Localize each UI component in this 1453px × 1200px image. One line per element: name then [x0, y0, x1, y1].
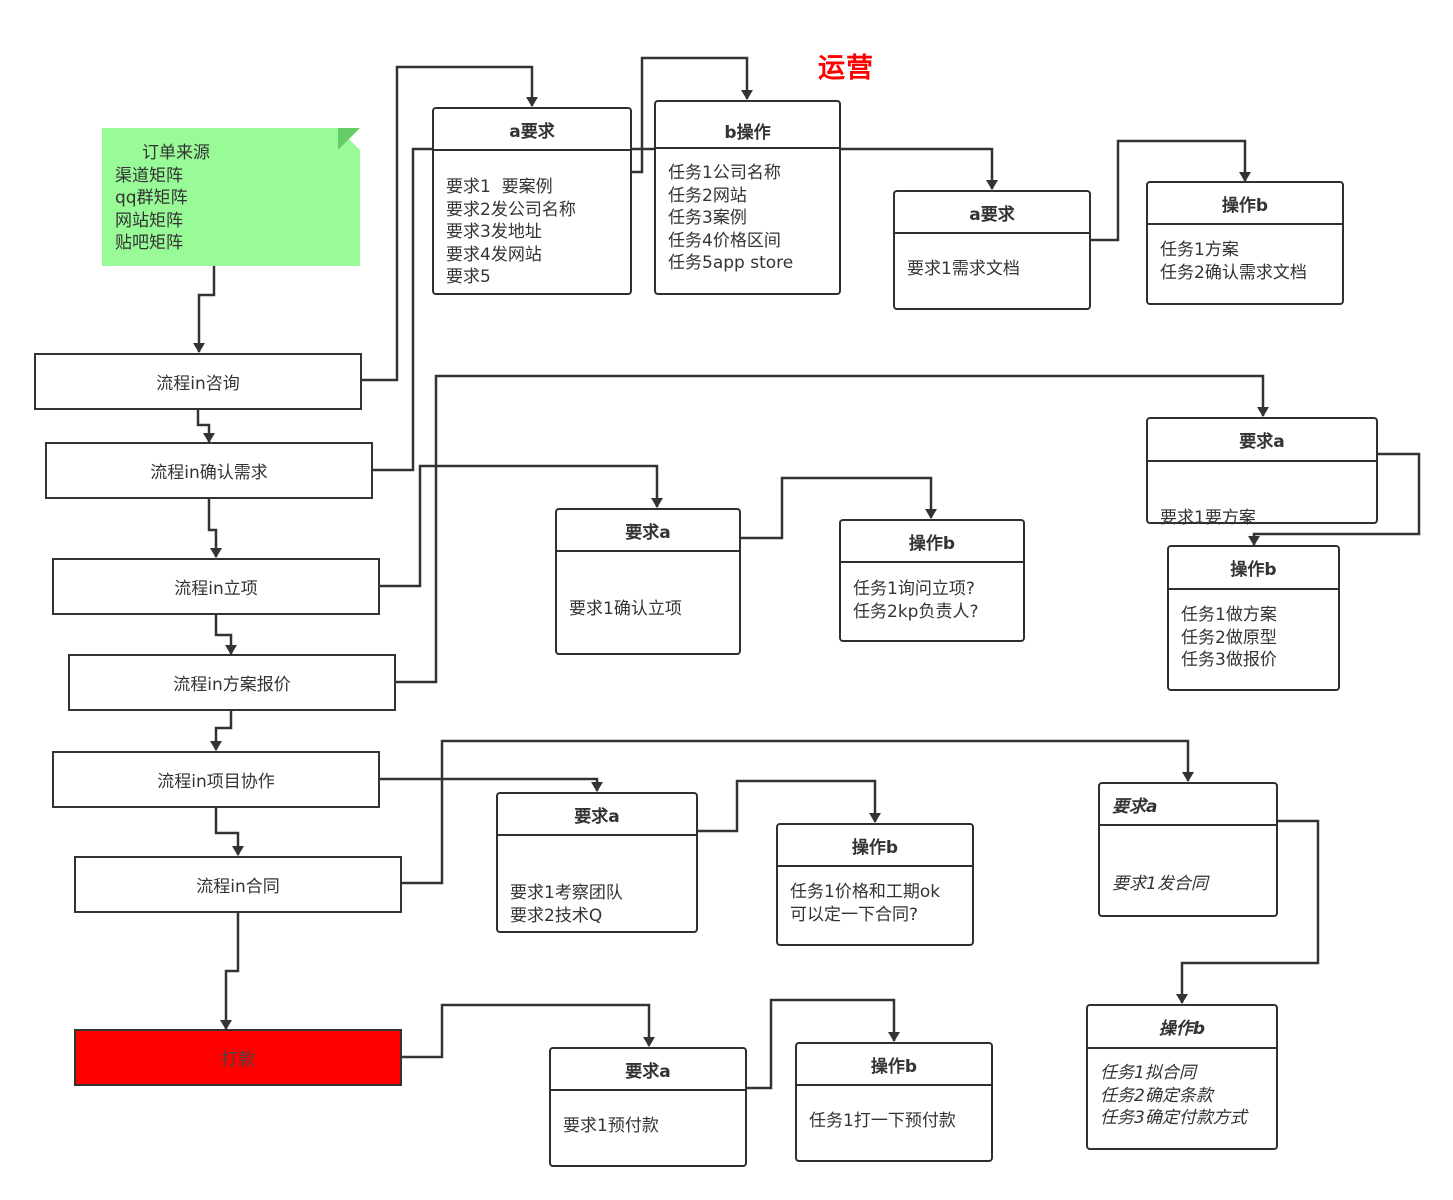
note-fold-icon: [338, 128, 360, 150]
process-proposal-quote[interactable]: 流程in方案报价: [68, 654, 396, 711]
card-project-requirement[interactable]: 要求a 要求1确认立项: [555, 508, 741, 655]
card-line: 任务2做原型: [1181, 627, 1277, 648]
card-payment-operation[interactable]: 操作b 任务1打一下预付款: [795, 1042, 993, 1162]
note-item: 渠道矩阵: [115, 165, 183, 186]
card-consult-requirement[interactable]: a要求 要求1 要案例 要求2发公司名称 要求3发地址 要求4发网站 要求5: [432, 107, 632, 295]
card-line: 任务1公司名称: [668, 163, 781, 183]
card-line: 任务3案例: [668, 208, 747, 228]
connector-project-to-quote: [214, 614, 237, 655]
card-line: 任务1价格和工期ok: [790, 882, 941, 902]
card-line: 任务1做方案: [1181, 605, 1277, 625]
connector-quote-to-collab: [210, 710, 233, 751]
card-line: 要求1发合同: [1112, 874, 1208, 894]
note-heading: 订单来源: [142, 143, 210, 163]
card-line: 要求1考察团队: [510, 883, 623, 903]
card-line: 要求1确认立项: [569, 599, 682, 619]
process-label: 流程in立项: [174, 579, 258, 599]
card-line: 任务2确认需求文档: [1160, 262, 1307, 283]
card-payment-requirement[interactable]: 要求a 要求1预付款: [549, 1047, 747, 1167]
process-label: 打款: [221, 1050, 255, 1070]
card-line: 任务3做报价: [1181, 650, 1277, 670]
card-header: 操作b: [1088, 1006, 1276, 1049]
card-header: 操作b: [1169, 547, 1338, 590]
card-line: 要求1 要案例: [446, 177, 553, 197]
card-line: 要求1需求文档: [907, 259, 1020, 279]
process-label: 流程in合同: [196, 877, 280, 897]
card-line: 任务1打一下预付款: [809, 1111, 956, 1131]
card-header: 操作b: [1148, 183, 1342, 225]
card-line: 要求5: [446, 267, 491, 287]
process-label: 流程in确认需求: [150, 463, 268, 483]
note-item: 网站矩阵: [115, 210, 183, 231]
card-line: 任务2网站: [668, 185, 747, 206]
order-source-note[interactable]: 订单来源 渠道矩阵 qq群矩阵 网站矩阵 贴吧矩阵: [102, 128, 360, 266]
card-confirm-operation[interactable]: 操作b 任务1方案 任务2确认需求文档: [1146, 181, 1344, 305]
card-line: 要求4发网站: [446, 244, 542, 265]
note-item: 贴吧矩阵: [115, 233, 183, 253]
card-line: 可以定一下合同?: [790, 904, 919, 925]
card-line: 任务3确定付款方式: [1100, 1108, 1247, 1128]
card-header: a要求: [434, 109, 630, 151]
process-label: 流程in项目协作: [157, 772, 275, 792]
card-line: 要求3发地址: [446, 222, 542, 242]
card-line: 任务2确定条款: [1100, 1085, 1213, 1106]
card-line: 任务4价格区间: [668, 230, 781, 251]
card-line: 任务5app store: [668, 253, 794, 273]
process-consult[interactable]: 流程in咨询: [34, 353, 362, 410]
card-line: 任务1询问立项?: [853, 579, 975, 599]
process-contract[interactable]: 流程in合同: [74, 856, 402, 913]
card-line: 任务2kp负责人?: [853, 601, 979, 622]
card-quote-requirement[interactable]: 要求a 要求1要方案: [1146, 417, 1378, 528]
process-confirm-requirements[interactable]: 流程in确认需求: [45, 442, 373, 499]
card-line: 要求1预付款: [563, 1116, 659, 1136]
card-header: 操作b: [778, 825, 972, 867]
card-contract-requirement[interactable]: 要求a 要求1发合同: [1098, 782, 1278, 917]
card-header: 操作b: [841, 521, 1023, 563]
diagram-title: 运营: [818, 53, 874, 84]
connector-quote-to-req: [395, 374, 1269, 684]
card-line: 要求1要方案: [1160, 508, 1256, 528]
connector-note-to-consult: [193, 266, 216, 353]
card-line: 要求2发公司名称: [446, 199, 576, 220]
connector-collab-to-req: [379, 777, 603, 792]
process-collaboration[interactable]: 流程in项目协作: [52, 751, 380, 808]
card-header: a要求: [895, 192, 1089, 234]
card-collab-operation[interactable]: 操作b 任务1价格和工期ok 可以定一下合同?: [776, 823, 974, 946]
card-line: 任务1方案: [1160, 240, 1239, 260]
card-header: 要求a: [1100, 784, 1276, 826]
card-collab-requirement[interactable]: 要求a 要求1考察团队 要求2技术Q: [496, 792, 698, 933]
process-project-setup[interactable]: 流程in立项: [52, 558, 380, 615]
card-header: 要求a: [1148, 419, 1376, 462]
card-quote-operation[interactable]: 操作b 任务1做方案 任务2做原型 任务3做报价: [1167, 545, 1340, 691]
connector-collab-to-contract: [214, 807, 244, 856]
card-header: 要求a: [551, 1049, 745, 1091]
card-line: 任务1拟合同: [1100, 1063, 1196, 1083]
card-header: 要求a: [557, 510, 739, 552]
card-header: 要求a: [498, 794, 696, 836]
process-label: 流程in方案报价: [173, 675, 291, 695]
card-contract-operation[interactable]: 操作b 任务1拟合同 任务2确定条款 任务3确定付款方式: [1086, 1004, 1278, 1150]
card-header: b操作: [656, 102, 839, 149]
card-project-operation[interactable]: 操作b 任务1询问立项? 任务2kp负责人?: [839, 519, 1025, 642]
process-payment[interactable]: 打款: [74, 1029, 402, 1086]
card-header: 操作b: [797, 1044, 991, 1086]
card-line: 要求2技术Q: [510, 905, 603, 926]
process-label: 流程in咨询: [156, 374, 240, 394]
note-item: qq群矩阵: [115, 188, 188, 208]
connector-contract-to-pay: [220, 912, 240, 1030]
card-confirm-requirement[interactable]: a要求 要求1需求文档: [893, 190, 1091, 310]
connector-consult-to-confirm: [196, 409, 215, 443]
card-consult-operation[interactable]: b操作 任务1公司名称 任务2网站 任务3案例 任务4价格区间 任务5app s…: [654, 100, 841, 295]
connector-confirm-to-project: [207, 498, 222, 558]
